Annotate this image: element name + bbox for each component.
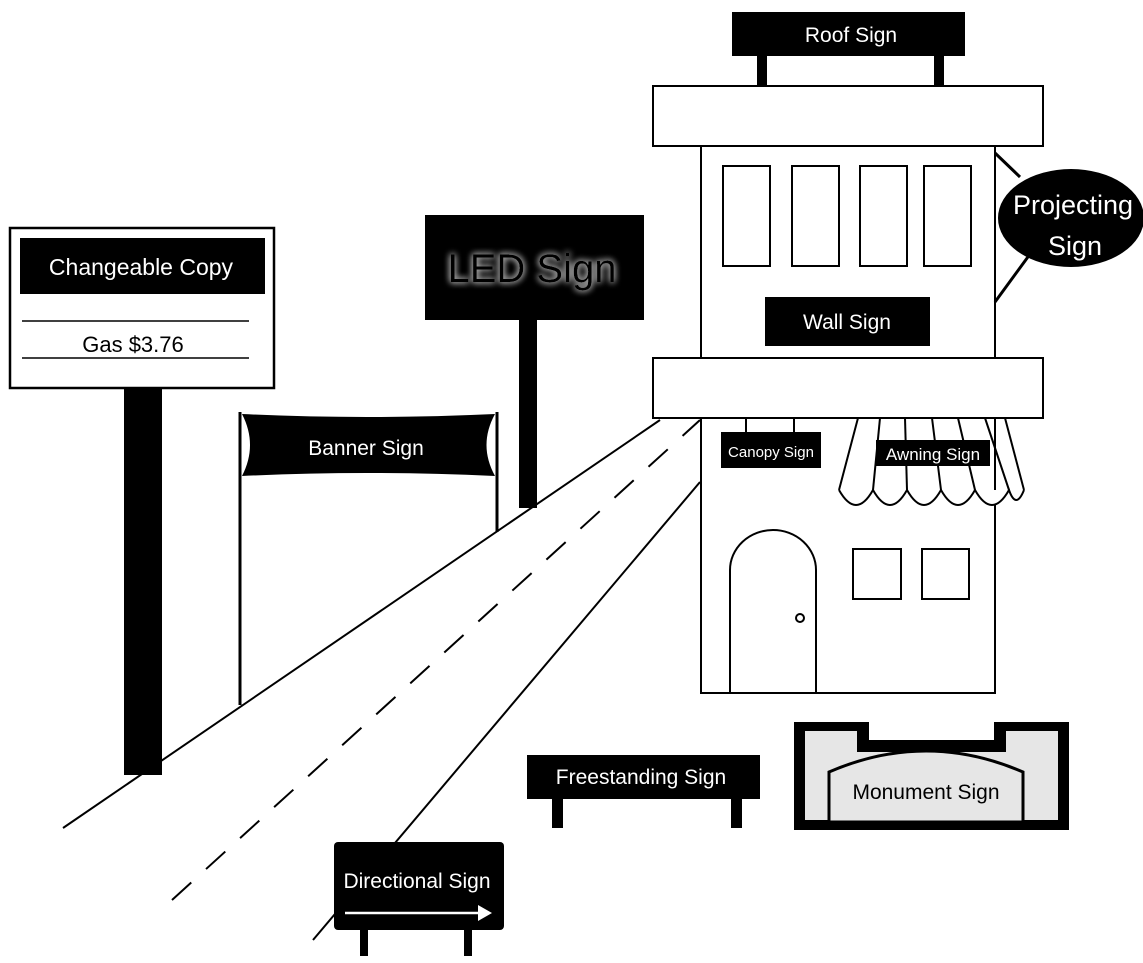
gas-price-label: Gas $3.76 xyxy=(82,332,184,357)
directional-sign: Directional Sign xyxy=(334,842,504,956)
banner-cloth xyxy=(242,414,495,476)
freestanding-board xyxy=(527,755,760,799)
upper-window xyxy=(923,165,972,267)
road-left-edge xyxy=(62,419,661,829)
banner-sign: Banner Sign xyxy=(238,412,499,705)
monument-sign: Monument Sign xyxy=(794,722,1069,830)
wall-sign: Wall Sign xyxy=(765,297,930,346)
freestanding-label: Freestanding Sign xyxy=(556,766,726,789)
lower-window xyxy=(852,548,902,600)
awning-sign-board xyxy=(876,440,990,466)
upper-window xyxy=(722,165,771,267)
freestanding-leg-right xyxy=(731,796,742,828)
changeable-copy-sign: Changeable Copy Gas $3.76 xyxy=(8,226,276,775)
freestanding-leg-left xyxy=(552,796,563,828)
canopy-sign-label: Canopy Sign xyxy=(728,444,814,461)
building-middle-cornice xyxy=(652,357,1044,419)
awning-stripe xyxy=(1004,417,1025,491)
building xyxy=(652,12,1044,694)
changeable-copy-label: Changeable Copy xyxy=(49,254,234,280)
awning-sign-label: Awning Sign xyxy=(886,445,980,464)
projecting-bracket-bottom xyxy=(993,249,1035,303)
upper-window xyxy=(859,165,908,267)
wall-sign-board xyxy=(765,297,930,346)
directional-leg-right xyxy=(464,926,472,956)
roof-sign-leg-left xyxy=(757,52,767,88)
canopy-sign: Canopy Sign xyxy=(721,418,821,468)
roof-sign-board xyxy=(732,12,965,56)
led-sign: LED Sign xyxy=(425,215,644,508)
projecting-label-line1: Projecting xyxy=(1013,190,1133,220)
roof-sign-leg-right xyxy=(934,52,944,88)
directional-label: Directional Sign xyxy=(343,870,490,893)
right-arrow-icon xyxy=(345,905,492,921)
door-knob xyxy=(795,613,805,623)
projecting-bracket-top xyxy=(993,151,1022,179)
changeable-copy-header xyxy=(20,238,265,294)
banner-label: Banner Sign xyxy=(308,437,424,460)
freestanding-sign: Freestanding Sign xyxy=(527,755,760,828)
awning-stripe xyxy=(984,417,1010,491)
building-top-cornice xyxy=(652,85,1044,147)
led-board xyxy=(425,215,644,320)
changeable-copy-post xyxy=(124,385,162,775)
canopy-sign-board xyxy=(721,432,821,468)
awning-scallops xyxy=(838,487,1025,506)
projecting-sign: Projecting Sign xyxy=(993,151,1143,303)
awning-sign: Awning Sign xyxy=(838,417,1025,506)
lower-window xyxy=(921,548,970,600)
projecting-sign-oval xyxy=(998,169,1143,267)
projecting-label-line2: Sign xyxy=(1048,231,1102,261)
led-label: LED Sign xyxy=(448,247,617,291)
roof-sign-label: Roof Sign xyxy=(805,24,897,47)
upper-window xyxy=(791,165,840,267)
directional-board xyxy=(334,842,504,930)
awning-stripe xyxy=(838,417,859,491)
wall-sign-label: Wall Sign xyxy=(803,311,891,334)
road-center-dashes xyxy=(171,419,701,901)
monument-center-panel xyxy=(827,749,1025,824)
monument-label: Monument Sign xyxy=(852,781,999,804)
directional-leg-left xyxy=(360,926,368,956)
front-door xyxy=(729,529,817,692)
led-post xyxy=(519,318,537,508)
